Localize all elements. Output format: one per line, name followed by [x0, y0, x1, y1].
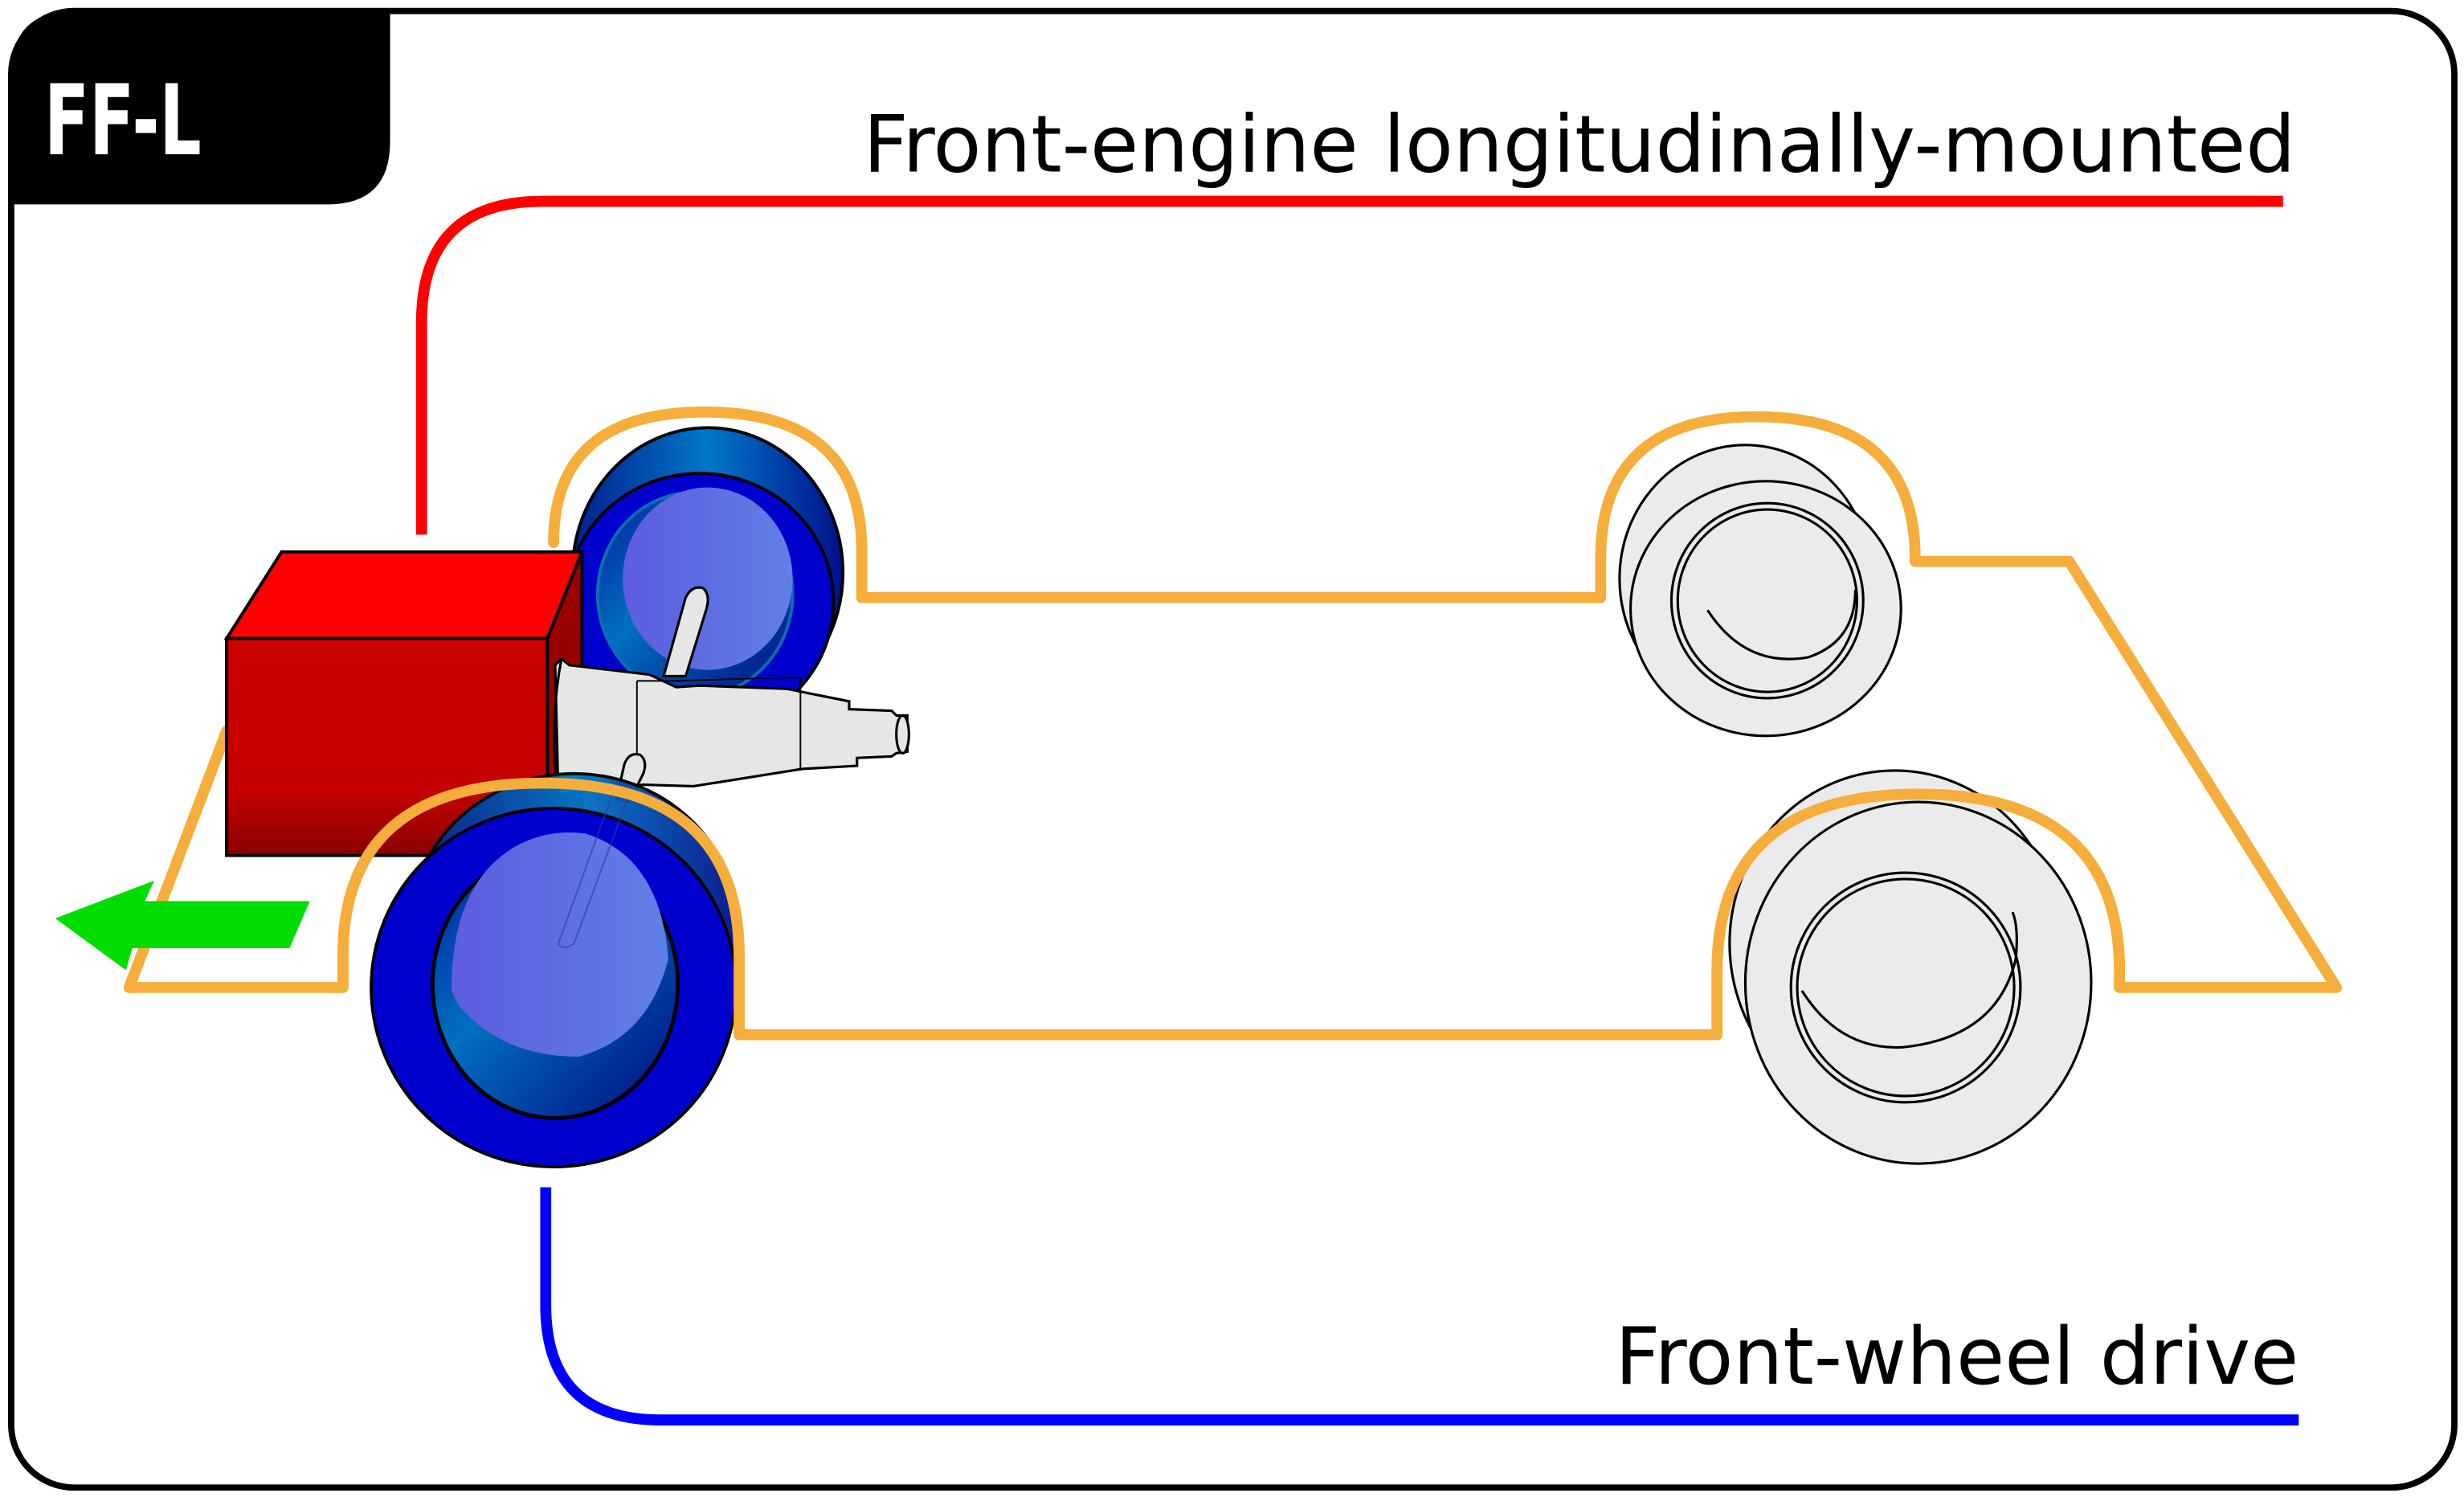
engine-layout-label: Front-engine longitudinally-mounted — [863, 99, 2295, 190]
direction-arrow-icon — [55, 880, 310, 971]
front-wheel-arch — [337, 777, 745, 1041]
layout-code: FF-L — [44, 63, 202, 178]
drive-leader-line — [540, 1187, 2299, 1425]
drive-type-label: Front-wheel drive — [1615, 1311, 2299, 1403]
layout-badge: FF-L — [10, 10, 390, 205]
rear-wheel-arch — [1711, 788, 2126, 1041]
rear-near-wheel — [1728, 769, 2093, 1165]
rear-far-wheel — [1618, 444, 1902, 738]
engine-leader-line — [415, 195, 2283, 535]
front-near-wheel — [370, 771, 740, 1169]
